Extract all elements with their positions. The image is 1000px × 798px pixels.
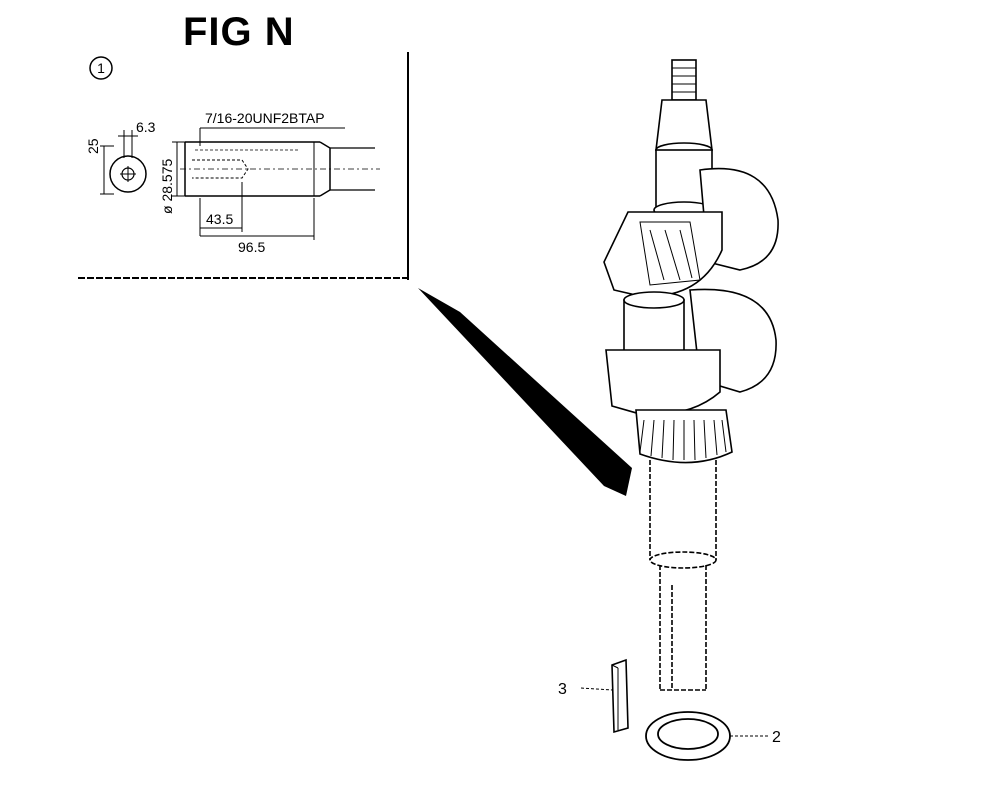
- callout-circle: [89, 56, 113, 80]
- inset-detail: 1: [78, 52, 409, 280]
- part-number-2: 2: [772, 729, 781, 746]
- figure-title: FIG N: [183, 10, 295, 54]
- thread-dimension-label: 7/16-20UNF2BTAP: [205, 110, 325, 126]
- keyway-width-label: 6.3: [136, 119, 156, 135]
- key-part: [580, 658, 629, 734]
- height-dimension-label: 25: [85, 138, 101, 154]
- part-number-3: 3: [558, 681, 567, 698]
- shaft-end-view: [109, 155, 147, 193]
- crankshaft: [603, 59, 779, 691]
- length-435-label: 43.5: [206, 211, 233, 227]
- length-965-label: 96.5: [238, 239, 265, 255]
- washer-part: [645, 711, 768, 761]
- pointer-arrow: [418, 288, 632, 496]
- diameter-label: ø 28.575: [159, 159, 175, 214]
- callout-number: 1: [97, 60, 105, 76]
